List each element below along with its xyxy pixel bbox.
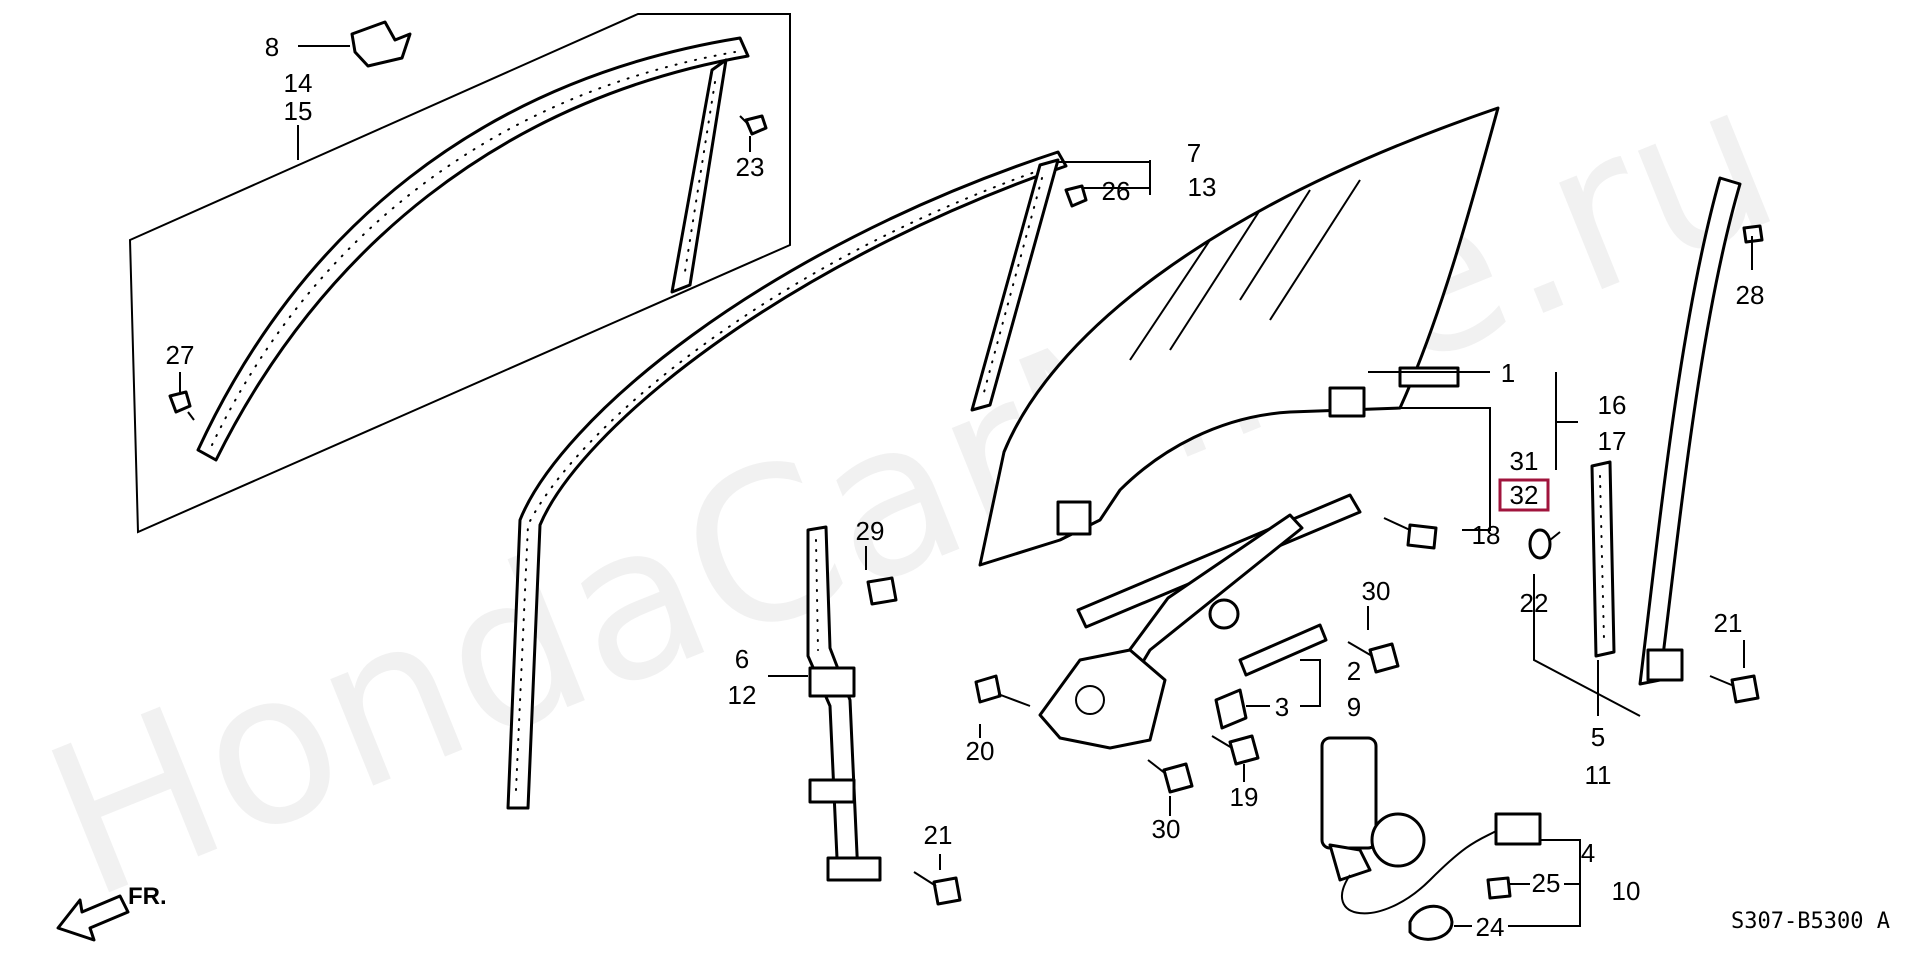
screw-part-22 (1528, 528, 1561, 560)
clamp-part-24 (1408, 904, 1454, 941)
rear-channel-part-5-11 (1590, 460, 1616, 658)
callout-6[interactable]: 6 (735, 644, 749, 674)
callout-13[interactable]: 13 (1188, 172, 1217, 202)
glass-holder-lower (1056, 500, 1092, 536)
assembly-frame-14-15 (128, 13, 791, 534)
regulator-motor-part (1320, 736, 1542, 941)
callout-26[interactable]: 26 (1102, 176, 1131, 206)
callout-30-upper[interactable]: 30 (1362, 576, 1391, 606)
outer-sash-part (196, 36, 750, 462)
callout-14[interactable]: 14 (284, 68, 313, 98)
callout-4[interactable]: 4 (1581, 838, 1595, 868)
callout-16[interactable]: 16 (1598, 390, 1627, 420)
callout-32[interactable]: 32 (1510, 480, 1539, 510)
callout-31[interactable]: 31 (1510, 446, 1539, 476)
callout-10[interactable]: 10 (1612, 876, 1641, 906)
run-channel-part-7-13 (506, 150, 1068, 810)
connector-part (1494, 812, 1542, 846)
callout-21-right[interactable]: 21 (1714, 608, 1743, 638)
bolt-part-21-right (1709, 674, 1760, 704)
callout-30-lower[interactable]: 30 (1152, 814, 1181, 844)
callout-22[interactable]: 22 (1520, 588, 1549, 618)
clip-part-25 (1486, 876, 1512, 900)
bolt-part-21-left (913, 871, 962, 906)
callout-1[interactable]: 1 (1501, 358, 1515, 388)
center-channel-part (806, 525, 882, 882)
drawing-code: S307-B5300 A (1731, 909, 1890, 934)
roller-part-3 (1214, 688, 1248, 730)
screw-part-27 (168, 390, 195, 421)
glass-holder-upper (1328, 386, 1366, 418)
callout-3[interactable]: 3 (1275, 692, 1289, 722)
screw-part-28 (1742, 224, 1764, 244)
door-glass-part (978, 106, 1500, 567)
callout-25[interactable]: 25 (1532, 868, 1561, 898)
callout-23[interactable]: 23 (736, 152, 765, 182)
callout-21-left[interactable]: 21 (924, 820, 953, 850)
bolt-part-30-upper (1347, 641, 1400, 674)
callout-8[interactable]: 8 (265, 32, 279, 62)
callout-11[interactable]: 11 (1585, 760, 1612, 790)
callout-28[interactable]: 28 (1736, 280, 1765, 310)
screw-part-26 (1064, 184, 1088, 208)
bolt-part-30-lower (1147, 759, 1194, 794)
callout-7[interactable]: 7 (1187, 138, 1201, 168)
callout-12[interactable]: 12 (728, 680, 757, 710)
callout-32-highlight (1498, 478, 1550, 512)
callout-15[interactable]: 15 (284, 96, 313, 126)
nut-part-29 (866, 576, 898, 606)
bolt-part-19 (1211, 734, 1260, 766)
bolt-part-20 (974, 674, 1031, 707)
glass-spacer-part-1 (1398, 366, 1460, 388)
callout-9[interactable]: 9 (1347, 692, 1361, 722)
screw-part-23 (739, 114, 768, 136)
callout-5[interactable]: 5 (1591, 722, 1605, 752)
callout-24[interactable]: 24 (1476, 912, 1505, 942)
callout-27[interactable]: 27 (166, 340, 195, 370)
callout-20[interactable]: 20 (966, 736, 995, 766)
callout-2[interactable]: 2 (1347, 656, 1361, 686)
callout-18[interactable]: 18 (1472, 520, 1501, 550)
callout-29[interactable]: 29 (856, 516, 885, 546)
window-regulator-part (1038, 493, 1362, 750)
bolt-part-18 (1383, 517, 1438, 550)
clip-part-8 (350, 20, 412, 68)
front-direction-arrow: FR. (56, 883, 167, 942)
callout-19[interactable]: 19 (1230, 782, 1259, 812)
callout-17[interactable]: 17 (1598, 426, 1627, 456)
rear-run-channel-part-16-17 (1638, 176, 1742, 686)
direction-label: FR. (128, 883, 167, 910)
